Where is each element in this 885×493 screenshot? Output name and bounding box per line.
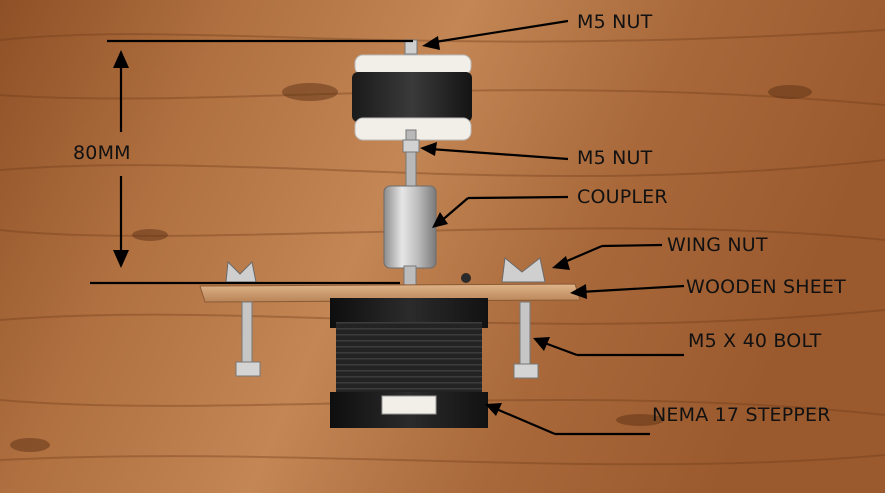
dimension-label: 80MM xyxy=(73,142,131,164)
motor-connector xyxy=(381,395,437,415)
label-wooden-sheet: WOODEN SHEET xyxy=(686,276,846,298)
stepper-motor-shape xyxy=(330,273,488,428)
annotation-lines xyxy=(90,19,685,436)
lower-nut-shape xyxy=(402,139,420,153)
label-bolt: M5 X 40 BOLT xyxy=(688,330,822,352)
label-coupler: COUPLER xyxy=(577,186,668,208)
label-wing-nut: WING NUT xyxy=(667,234,768,256)
top-spacer-assembly xyxy=(352,39,472,141)
bolt-right-shape xyxy=(519,301,531,367)
label-m5-nut-top: M5 NUT xyxy=(577,11,653,33)
wing-nut-right-shape xyxy=(501,257,546,283)
label-m5-nut-lower: M5 NUT xyxy=(577,147,653,169)
threaded-rod xyxy=(405,129,417,191)
wooden-sheet-shape xyxy=(199,283,581,303)
wood-knots xyxy=(10,83,812,452)
wing-nut-left-shape xyxy=(225,260,257,283)
bolt-left-shape xyxy=(241,301,253,365)
annotation-arrowheads xyxy=(113,36,587,416)
label-stepper: NEMA 17 STEPPER xyxy=(652,404,831,426)
coupler-shape xyxy=(383,185,437,269)
